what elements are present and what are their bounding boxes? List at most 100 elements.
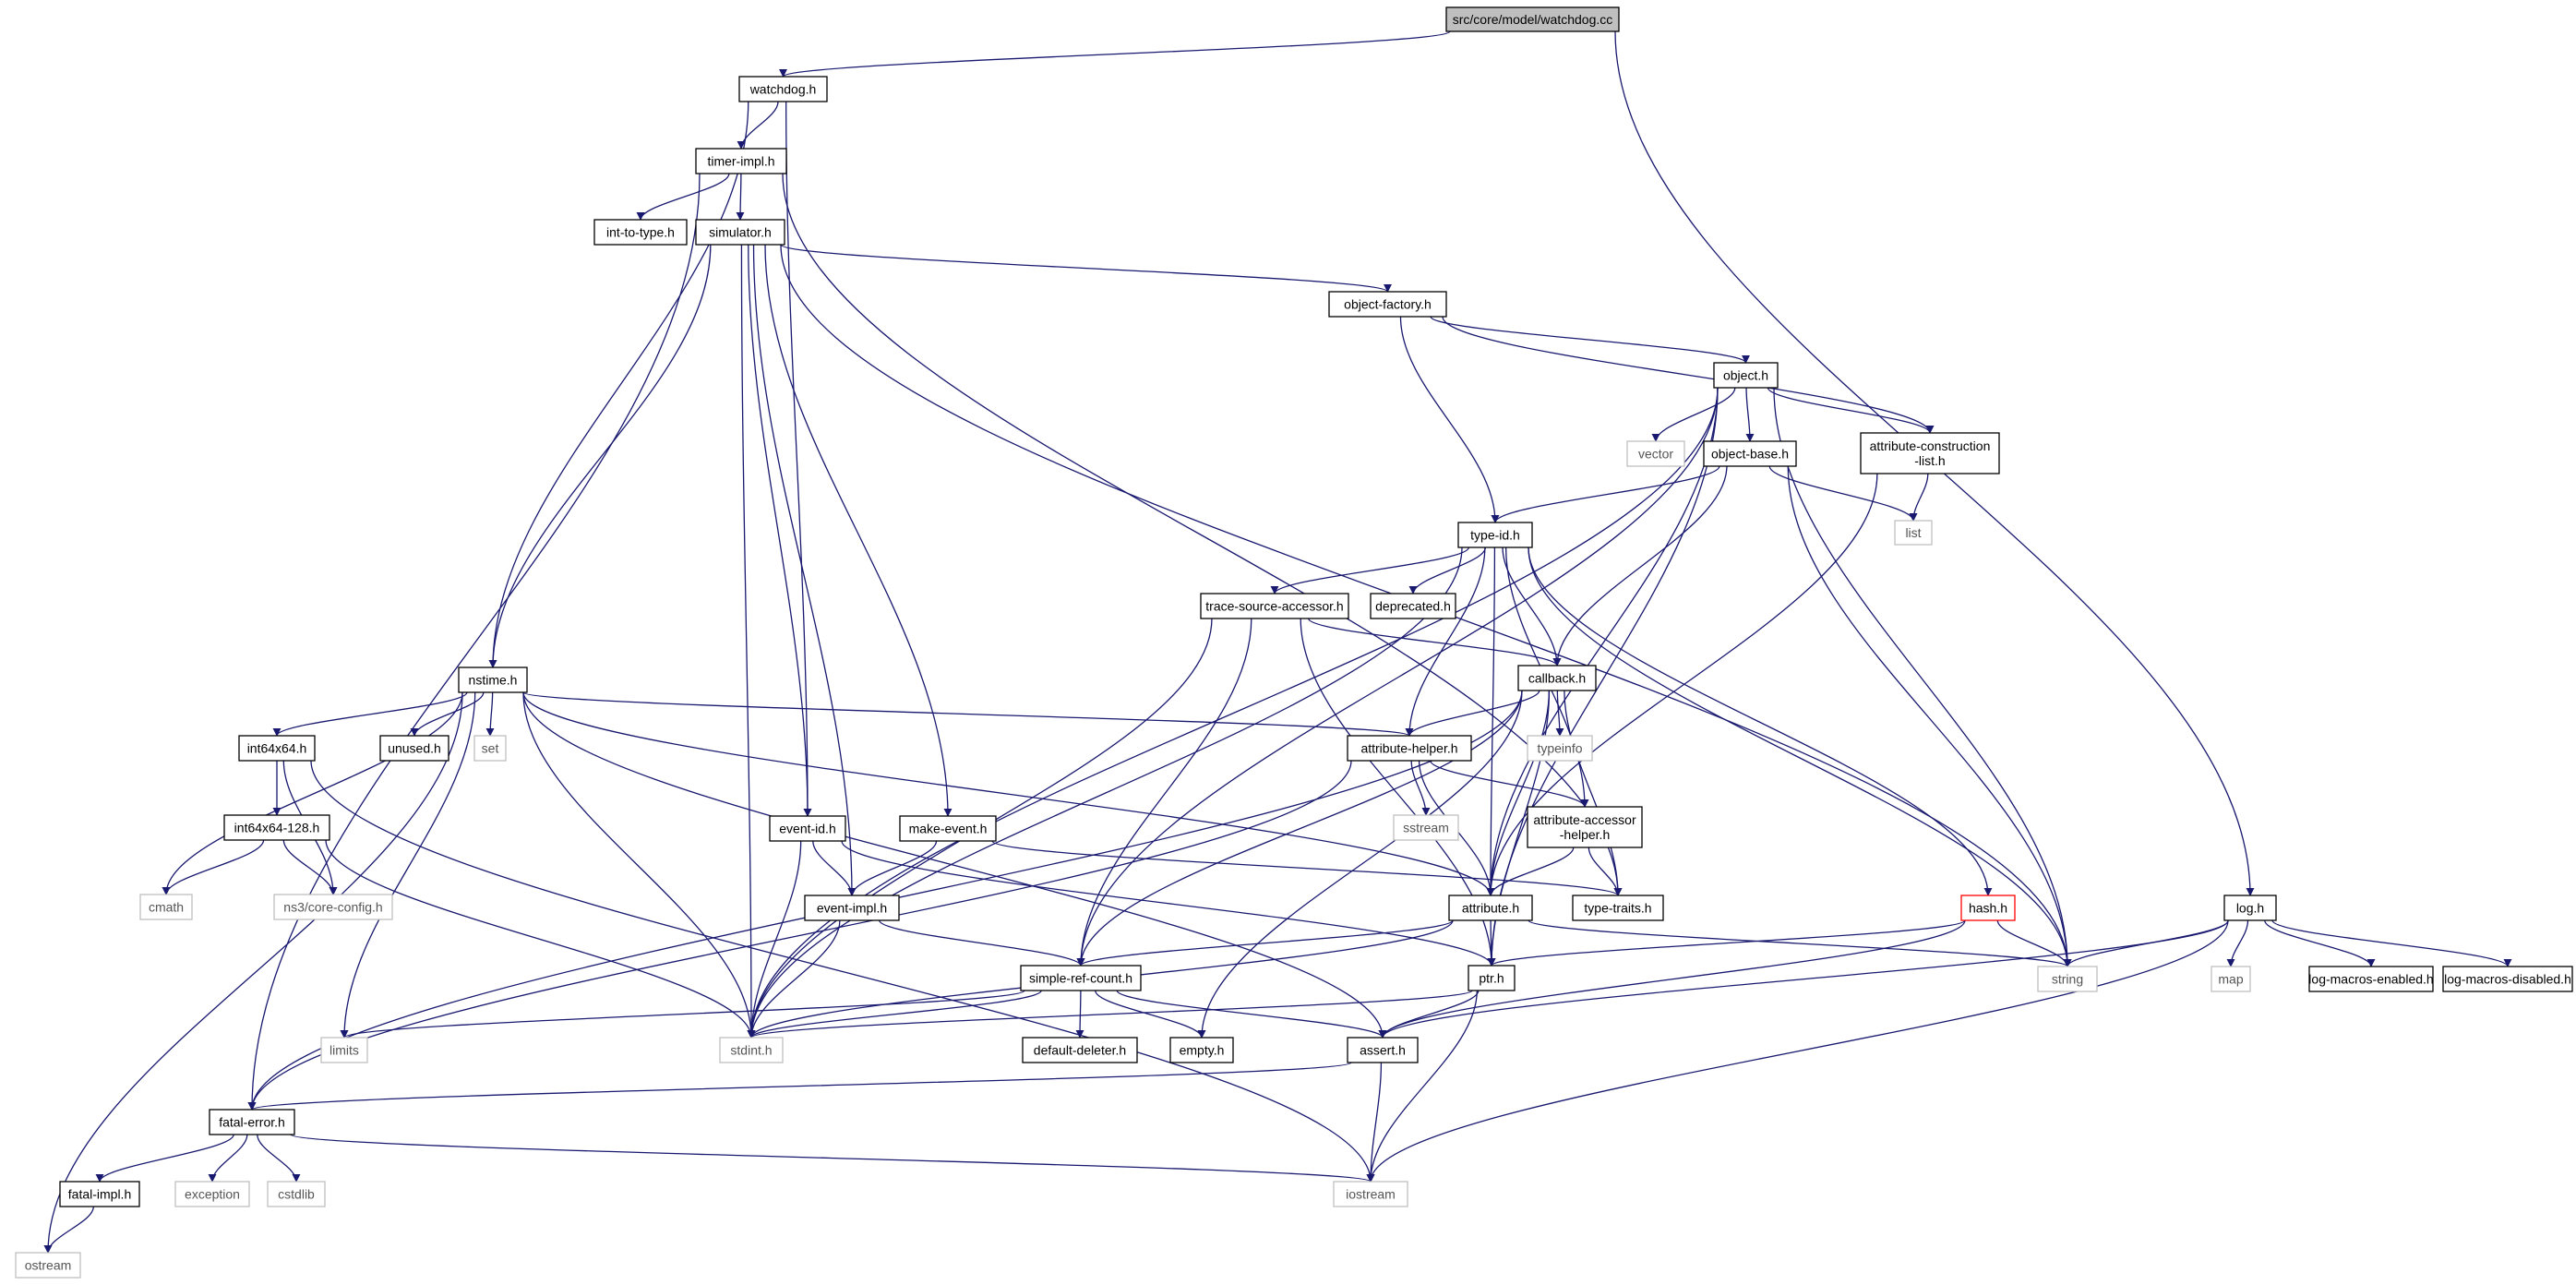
node-object-h[interactable]: object.h [1713, 362, 1779, 389]
node-box [174, 1181, 250, 1207]
edge-attr_acc_h-to-type_traits_h [1588, 847, 1623, 896]
node-hash-h[interactable]: hash.h [1960, 895, 2016, 921]
node-label: nstime.h [469, 673, 518, 688]
edge-event_id_h-to-ptr_h [841, 840, 1496, 967]
node-trace-src-h[interactable]: trace-source-accessor.h [1200, 593, 1349, 619]
node-attribute-h[interactable]: attribute.h [1448, 895, 1533, 921]
node-label: object-factory.h [1344, 297, 1432, 312]
edge-nstime_h-to-assert_h [522, 691, 1387, 1039]
node-fatal-impl-h[interactable]: fatal-impl.h [59, 1181, 140, 1207]
edge-callback_h-to-empty_h [1197, 690, 1523, 1039]
edge-nstime_h-to-attr_helper_h [522, 691, 1414, 737]
node-make-event-h[interactable]: make-event.h [899, 815, 997, 842]
node-type-id-h[interactable]: type-id.h [1457, 522, 1533, 548]
node-label: fatal-error.h [219, 1115, 285, 1130]
node-log-macros-en-h[interactable]: log-macros-enabled.h [2308, 966, 2434, 992]
node-box [1860, 432, 2000, 474]
node-simple-ref-h[interactable]: simple-ref-count.h [1020, 965, 1142, 991]
node-label: cstdlib [278, 1187, 315, 1202]
node-nstime-h[interactable]: nstime.h [458, 667, 528, 693]
node-log-h[interactable]: log.h [2223, 895, 2277, 921]
node-log-macros-dis-h[interactable]: log-macros-disabled.h [2442, 966, 2573, 992]
node-label: type-id.h [1470, 528, 1520, 543]
node-unused-h[interactable]: unused.h [379, 735, 449, 762]
node-label: simulator.h [709, 225, 772, 240]
node-iostream: iostream [1333, 1181, 1408, 1207]
node-callback-h[interactable]: callback.h [1517, 665, 1597, 691]
edge-event_id_h-to-stdint_h [747, 840, 802, 1039]
node-box [2211, 966, 2251, 992]
node-int64x64-h[interactable]: int64x64.h [238, 735, 316, 762]
node-type-traits-h[interactable]: type-traits.h [1572, 895, 1664, 921]
node-box [738, 76, 828, 102]
node-int-to-type-h[interactable]: int-to-type.h [593, 219, 688, 246]
node-box [1393, 814, 1459, 841]
node-object-base-h[interactable]: object-base.h [1703, 440, 1797, 467]
node-default-deleter-h[interactable]: default-deleter.h [1022, 1037, 1138, 1063]
edge-timer_impl_h-to-fatal_error_h [247, 173, 701, 1111]
node-limits: limits [320, 1037, 368, 1063]
edge-attr_helper_h-to-attr_acc_h [1430, 760, 1589, 808]
edge-event_impl_h-to-stdint_h [747, 919, 841, 1039]
edge-nstime_h-to-unused_h [410, 691, 485, 737]
edge-nstime_h-to-attribute_h [522, 691, 1495, 896]
node-label: iostream [1346, 1187, 1396, 1202]
node-int64x64-128-h[interactable]: int64x64-128.h [223, 814, 330, 841]
edge-fatal_error_h-to-fatal_impl_h [95, 1134, 234, 1183]
edge-log_h-to-log_macros_dis_h [2271, 919, 2512, 967]
edge-fatal_impl_h-to-ostream [43, 1206, 94, 1254]
node-vector: vector [1626, 440, 1685, 467]
node-label: ns3/core-config.h [283, 900, 382, 915]
node-label: vector [1638, 447, 1673, 462]
node-box [2308, 966, 2434, 992]
edge-simple_ref_h-to-stdint_h [747, 990, 1042, 1039]
edge-log_h-to-map [2226, 919, 2249, 967]
edge-nstime_h-to-stdint_h [522, 691, 756, 1039]
node-simulator-h[interactable]: simulator.h [695, 219, 785, 246]
node-empty-h[interactable]: empty.h [1169, 1037, 1234, 1063]
node-cmath: cmath [139, 894, 193, 920]
node-root[interactable]: src/core/model/watchdog.cc [1445, 6, 1620, 32]
node-set: set [473, 735, 507, 762]
node-label: callback.h [1528, 671, 1586, 686]
node-deprecated-h[interactable]: deprecated.h [1370, 593, 1456, 619]
node-box [804, 895, 900, 921]
edge-timer_impl_h-to-simulator_h [736, 173, 745, 221]
node-label: sstream [1403, 821, 1449, 835]
node-ptr-h[interactable]: ptr.h [1468, 965, 1516, 991]
node-box [1960, 895, 2016, 921]
node-label: list [1905, 525, 1921, 540]
edge-assert_h-to-fatal_error_h [248, 1062, 1352, 1111]
node-box [238, 735, 316, 762]
edge-timer_impl_h-to-int_to_type_h [636, 173, 730, 221]
edge-log_h-to-iostream [1366, 919, 2229, 1183]
node-attr-acc-h[interactable]: attribute-accessor-helper.h [1527, 806, 1643, 848]
edge-type_id_h-to-stdint_h [747, 546, 1463, 1039]
node-event-impl-h[interactable]: event-impl.h [804, 895, 900, 921]
node-assert-h[interactable]: assert.h [1347, 1037, 1419, 1063]
node-fatal-error-h[interactable]: fatal-error.h [209, 1109, 295, 1135]
edge-event_id_h-to-event_impl_h [812, 840, 857, 896]
node-box [1370, 593, 1456, 619]
node-box [1457, 522, 1533, 548]
node-object-factory-h[interactable]: object-factory.h [1328, 291, 1447, 318]
edge-object_base_h-to-string [1787, 465, 2072, 967]
node-watchdog-h[interactable]: watchdog.h [738, 76, 828, 102]
node-label: typeinfo [1537, 741, 1582, 756]
node-attr-helper-h[interactable]: attribute-helper.h [1347, 735, 1472, 762]
node-attr-constr-h[interactable]: attribute-construction-list.h [1860, 432, 2000, 474]
node-event-id-h[interactable]: event-id.h [769, 815, 846, 842]
node-label: watchdog.h [749, 82, 817, 97]
node-box [59, 1181, 140, 1207]
node-box [1347, 1037, 1419, 1063]
node-label: log-macros-enabled.h [2308, 972, 2433, 987]
node-label: stdint.h [730, 1043, 772, 1058]
edge-fatal_error_h-to-exception [208, 1134, 248, 1183]
node-list: list [1894, 520, 1933, 546]
node-box [223, 814, 330, 841]
edge-ptr_h-to-iostream [1366, 990, 1478, 1183]
node-label: int64x64.h [247, 741, 307, 756]
node-timer-impl-h[interactable]: timer-impl.h [695, 148, 787, 174]
node-label: hash.h [1969, 901, 2007, 916]
